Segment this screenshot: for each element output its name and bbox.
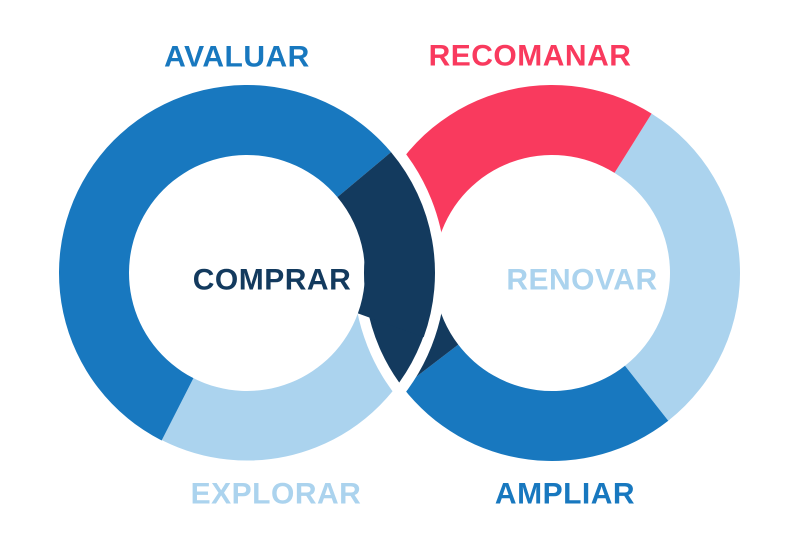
label-renovar: RENOVAR — [506, 264, 657, 297]
ring-gap-left — [48, 74, 446, 472]
label-recomanar: RECOMANAR — [429, 40, 632, 73]
segment-recomanar — [373, 85, 652, 237]
label-comprar: COMPRAR — [193, 264, 352, 297]
navy-band-left — [337, 152, 435, 338]
ring-gap-right — [353, 74, 751, 472]
label-ampliar: AMPLIAR — [495, 478, 635, 511]
label-avaluar: AVALUAR — [164, 41, 310, 74]
segment-ampliar — [402, 344, 669, 462]
segment-renovar — [614, 113, 740, 421]
label-explorar: EXPLORAR — [191, 478, 362, 511]
segment-avaluar — [59, 85, 392, 441]
